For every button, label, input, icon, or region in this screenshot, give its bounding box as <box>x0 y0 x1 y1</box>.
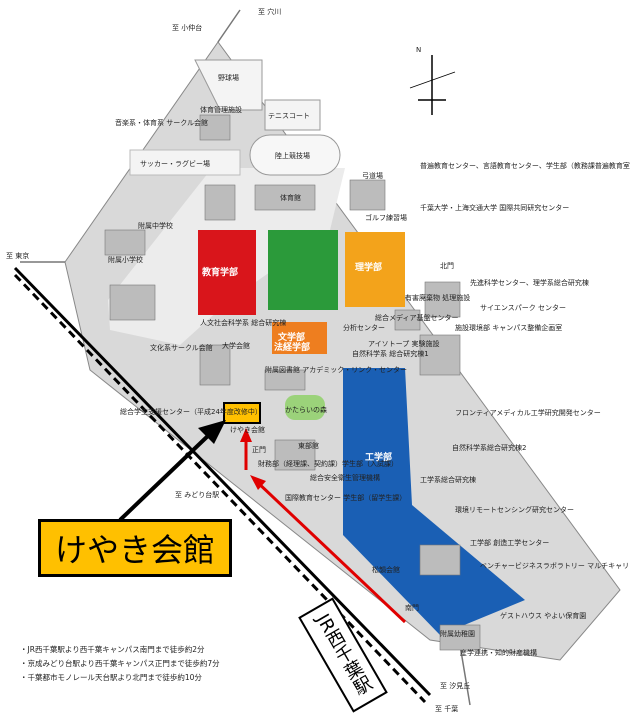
block-science <box>345 232 405 307</box>
baseball-field <box>194 59 263 111</box>
es-label: 附属小学校 <box>108 255 143 264</box>
chemistry-label: 有害廃棄物 処理施設 <box>405 293 470 302</box>
media-label: 総合メディア基盤センター <box>375 313 459 322</box>
venture-label: ベンチャービジネスラボラトリー マルチキャリアセンター <box>480 561 630 570</box>
culture-club-label: 文化系サークル会館 <box>150 343 213 352</box>
block-letters-law <box>268 230 338 310</box>
katarai-label: かたらいの森 <box>285 405 327 414</box>
track-field <box>249 134 341 176</box>
kyudo-label: 弓道場 <box>362 171 383 180</box>
keyaki-kaikan-callout[interactable]: けやき会館 <box>38 519 232 577</box>
black-arrow-head <box>198 420 226 444</box>
road-left-label: 至 東京 <box>6 251 29 260</box>
nat-sci1-label: 自然科学系 総合研究棟1 <box>352 349 429 358</box>
kindergarten-label: 附属幼稚園 <box>440 629 475 638</box>
advanced-sci-label: 先進科学センター、理学系総合研究棟 <box>470 278 589 287</box>
keyaki-building[interactable] <box>223 402 261 424</box>
katarai-forest <box>285 395 325 420</box>
road-top <box>217 9 241 43</box>
south-gate-label: 南門 <box>405 603 419 612</box>
analysis-label: 分析センター <box>343 323 385 332</box>
road-chiba-label: 至 千葉 <box>435 704 458 713</box>
gym-label: 体育館 <box>280 193 301 202</box>
science-label: 理学部 <box>355 261 382 273</box>
education-label: 教育学部 <box>201 266 238 278</box>
remote-sensing-label: 環境リモートセンシング研究センター <box>455 505 574 514</box>
keyaki-small-label: けやき会館 <box>230 425 265 434</box>
north-gate-label: 北門 <box>440 262 454 270</box>
jhs-label: 附属中学校 <box>138 221 173 230</box>
soccer-field <box>129 149 241 176</box>
joint-research-label: 千葉大学・上海交通大学 国際共同研究センター <box>420 203 569 212</box>
sekisui-label: 東部館 <box>298 441 319 450</box>
compass-label: N <box>416 46 421 54</box>
music-club-label: 音楽系・体育系 サークル会館 <box>115 118 208 127</box>
route-line <box>253 478 407 624</box>
frontier-label: フロンティアメディカル工学研究開発センター <box>455 408 601 417</box>
red-arrow-up-head <box>240 428 252 442</box>
finance-label: 財務部（経理課、契約課）学生部（入試課） <box>258 459 398 468</box>
safety-label: 総合安全衛生管理機構 <box>310 473 380 482</box>
science-park-label: サイエンスパーク センター <box>480 303 566 312</box>
block-humanities <box>272 322 327 354</box>
track-label: 陸上競技場 <box>275 151 310 160</box>
library-label: 附属図書館 アカデミック・リンク・センター <box>265 365 407 374</box>
matsugaoka-label: 松韻会館 <box>372 565 400 574</box>
road-midori-label: 至 みどり台駅 <box>175 490 219 499</box>
red-arrow-route-head <box>250 475 266 490</box>
isotope-label: アイソトープ 実験施設 <box>368 339 439 348</box>
railway-b <box>13 273 427 704</box>
road-top-label: 至 穴川 <box>258 7 281 16</box>
tennis-label: テニスコート <box>268 112 310 120</box>
ip-label: 産学連携・知的財産機構 <box>460 648 537 657</box>
access-note-1: ・JR西千葉駅より西千葉キャンパス南門まで徒歩約2分 <box>20 644 205 654</box>
baseball-label: 野球場 <box>218 73 239 82</box>
black-arrow-shaft <box>118 430 214 522</box>
road-top-left-label: 至 小仲台 <box>172 23 202 32</box>
general-ed-label: 普遍教育センター、言語教育センター、学生部（教務課普遍教育室、学生支援課、就職支… <box>420 161 630 170</box>
road-south <box>459 644 471 706</box>
facilities-label: 施設環境部 キャンパス整備企画室 <box>455 323 562 332</box>
railway-a <box>13 266 432 697</box>
access-note-2: ・京成みどり台駅より西千葉キャンパス正門まで徒歩約7分 <box>20 658 220 668</box>
univ-hall-label: 大学会館 <box>222 341 250 350</box>
golf-label: ゴルフ練習場 <box>365 213 407 222</box>
engineering-label: 工学部 <box>365 451 392 463</box>
block-engineering <box>343 368 525 635</box>
human-soc-label: 人文社会科学系 総合研究棟 <box>200 318 286 327</box>
access-note-3: ・千葉都市モノレール天台駅より北門まで徒歩約10分 <box>20 672 202 682</box>
student-support-label: 総合学生支援センター（平成24年度改修中） <box>120 407 262 416</box>
buildings <box>104 114 481 651</box>
eng-creation-label: 工学部 創造工学センター <box>470 538 549 547</box>
law-label: 法経学部 <box>274 341 310 353</box>
eng-research-label: 工学系総合研究棟 <box>420 475 476 484</box>
guest-house-label: ゲストハウス やよい保育園 <box>500 611 586 620</box>
intl-ed-label: 国際教育センター 学生部（留学生課） <box>285 493 406 502</box>
block-education <box>198 230 256 315</box>
gym-mgmt-label: 体育管理施設 <box>200 105 242 114</box>
nat-sci2-label: 自然科学系総合研究棟2 <box>452 443 526 452</box>
main-gate-label: 正門 <box>252 446 266 454</box>
letters-label: 文学部 <box>277 331 305 343</box>
compass <box>409 55 456 115</box>
road-shiomigaoka-label: 至 汐見丘 <box>440 681 470 690</box>
tennis-court <box>264 99 321 131</box>
soccer-label: サッカー・ラグビー場 <box>140 159 210 168</box>
